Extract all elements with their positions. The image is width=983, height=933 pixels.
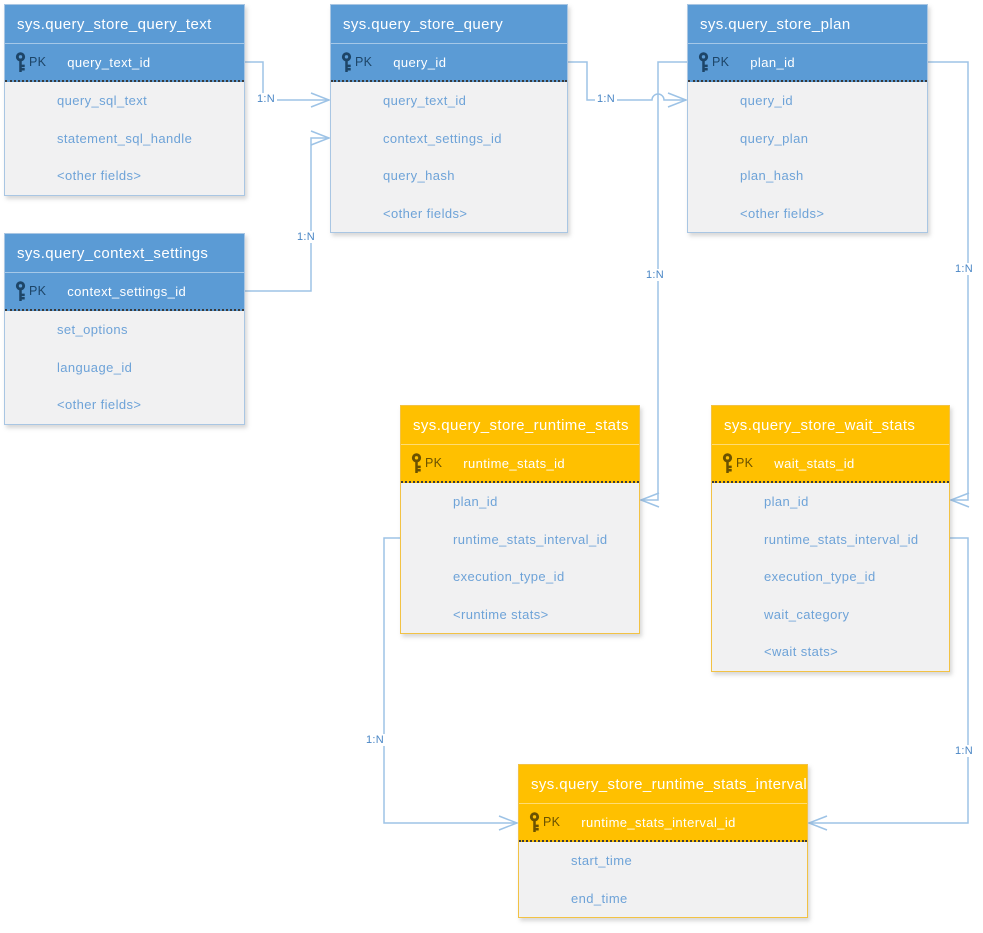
cardinality-label: 1:N xyxy=(644,269,667,281)
field-context-settings-id: context_settings_id xyxy=(383,130,502,146)
field-query-hash: query_hash xyxy=(383,168,455,183)
primary-key-row: PK query_text_id xyxy=(5,44,244,82)
primary-key-icon xyxy=(341,51,352,72)
primary-key-row: PK plan_id xyxy=(688,44,927,82)
field-other-fields: <other fields> xyxy=(383,205,468,221)
arrow-plan-runtimestats xyxy=(638,492,660,508)
pk-field-name: query_id xyxy=(393,54,447,70)
primary-key-row: PK context_settings_id xyxy=(5,273,244,311)
table-query-context-settings: sys.query_context_settings PK context_se… xyxy=(4,233,245,425)
field-plan-id: plan_id xyxy=(764,494,809,509)
table-title: sys.query_context_settings xyxy=(5,234,244,273)
pk-badge: PK xyxy=(29,284,47,298)
field-wait-stats: <wait stats> xyxy=(764,644,839,659)
cardinality-label: 1:N xyxy=(953,263,976,275)
field-other-fields: <other fields> xyxy=(57,168,142,183)
table-title: sys.query_store_query_text xyxy=(5,5,244,44)
cardinality-label: 1:N xyxy=(364,734,387,746)
field-execution-type-id: execution_type_id xyxy=(453,569,565,584)
table-title: sys.query_store_runtime_stats xyxy=(401,406,639,445)
connector-contextsettings-query xyxy=(245,137,329,292)
table-query-store-query: sys.query_store_query PK query_id query_… xyxy=(330,4,568,233)
field-execution-type-id: execution_type_id xyxy=(764,569,876,584)
pk-badge: PK xyxy=(736,456,754,470)
primary-key-icon xyxy=(411,452,422,473)
field-end-time: end_time xyxy=(571,890,628,906)
field-start-time: start_time xyxy=(571,853,633,868)
connector-query-plan xyxy=(568,61,686,101)
field-language-id: language_id xyxy=(57,359,133,375)
field-query-plan: query_plan xyxy=(740,130,809,146)
pk-field-name: query_text_id xyxy=(67,54,151,70)
field-query-id: query_id xyxy=(740,93,794,108)
field-runtime-stats-interval-id: runtime_stats_interval_id xyxy=(764,531,919,547)
pk-badge: PK xyxy=(543,815,561,829)
field-query-text-id: query_text_id xyxy=(383,93,467,108)
table-query-store-query-text: sys.query_store_query_text PK query_text… xyxy=(4,4,245,196)
primary-key-icon xyxy=(722,452,733,473)
pk-field-name: runtime_stats_id xyxy=(463,455,566,471)
cardinality-label: 1:N xyxy=(595,93,618,105)
primary-key-row: PK runtime_stats_interval_id xyxy=(519,804,807,842)
pk-field-name: plan_id xyxy=(750,54,796,70)
table-title: sys.query_store_runtime_stats_interval xyxy=(519,765,807,804)
primary-key-row: PK query_id xyxy=(331,44,567,82)
table-title: sys.query_store_plan xyxy=(688,5,927,44)
field-other-fields: <other fields> xyxy=(57,397,142,412)
pk-field-name: runtime_stats_interval_id xyxy=(581,814,736,830)
arrow-runtimestats-interval xyxy=(498,815,520,831)
pk-field-name: context_settings_id xyxy=(67,283,187,299)
primary-key-icon xyxy=(529,811,540,832)
field-runtime-stats-interval-id: runtime_stats_interval_id xyxy=(453,531,608,547)
table-title: sys.query_store_wait_stats xyxy=(712,406,949,445)
pk-badge: PK xyxy=(29,55,47,69)
pk-badge: PK xyxy=(355,55,373,69)
primary-key-row: PK wait_stats_id xyxy=(712,445,949,483)
field-set-options: set_options xyxy=(57,322,128,337)
table-query-store-wait-stats: sys.query_store_wait_stats PK wait_stats… xyxy=(711,405,950,672)
pk-badge: PK xyxy=(712,55,730,69)
cardinality-label: 1:N xyxy=(255,93,278,105)
field-wait-category: wait_category xyxy=(764,606,850,622)
arrow-plan-waitstats xyxy=(948,492,970,508)
primary-key-icon xyxy=(15,280,26,301)
table-title: sys.query_store_query xyxy=(331,5,567,44)
table-query-store-runtime-stats-interval: sys.query_store_runtime_stats_interval P… xyxy=(518,764,808,918)
table-query-store-runtime-stats: sys.query_store_runtime_stats PK runtime… xyxy=(400,405,640,634)
primary-key-icon xyxy=(698,51,709,72)
connector-plan-runtimestats xyxy=(641,61,687,501)
pk-field-name: wait_stats_id xyxy=(774,455,855,471)
field-query-sql-text: query_sql_text xyxy=(57,93,148,108)
field-plan-id: plan_id xyxy=(453,494,498,509)
pk-badge: PK xyxy=(425,456,443,470)
arrow-query-plan xyxy=(667,92,689,108)
arrow-waitstats-interval xyxy=(806,815,828,831)
field-statement-sql-handle: statement_sql_handle xyxy=(57,130,193,146)
table-query-store-plan: sys.query_store_plan PK plan_id query_id… xyxy=(687,4,928,233)
field-plan-hash: plan_hash xyxy=(740,168,804,183)
field-other-fields: <other fields> xyxy=(740,205,825,221)
arrow-contextsettings-query xyxy=(310,130,332,146)
primary-key-icon xyxy=(15,51,26,72)
field-runtime-stats: <runtime stats> xyxy=(453,606,549,622)
cardinality-label: 1:N xyxy=(295,231,318,243)
primary-key-row: PK runtime_stats_id xyxy=(401,445,639,483)
arrow-querytext-query xyxy=(310,92,332,108)
cardinality-label: 1:N xyxy=(953,745,976,757)
